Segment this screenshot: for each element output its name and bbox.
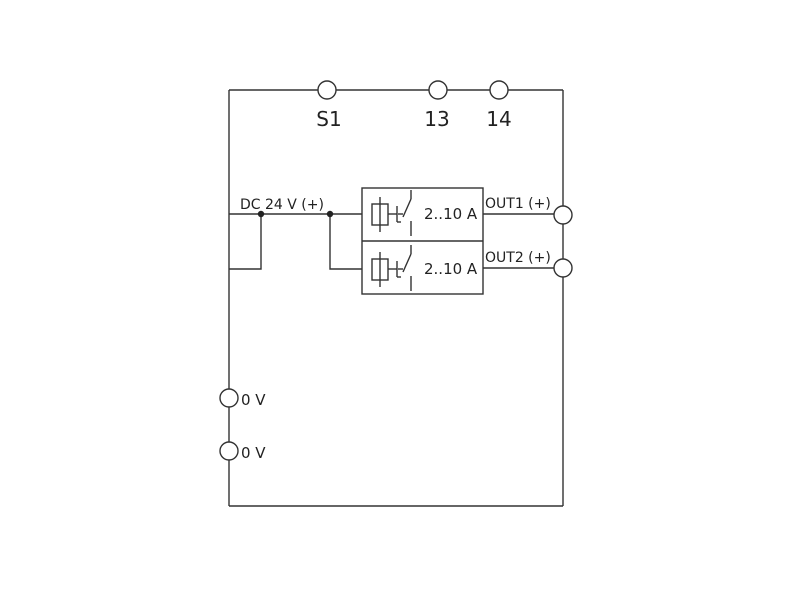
- ground-label-1: 0 V: [241, 391, 266, 409]
- output-1-label: OUT1 (+): [485, 196, 551, 212]
- terminal-14: [489, 80, 509, 100]
- junction-dot: [257, 210, 265, 218]
- supply-label: DC 24 V (+): [240, 197, 324, 213]
- terminal-s1-label: S1: [316, 107, 341, 131]
- terminal-13-label: 13: [424, 107, 449, 131]
- terminal-13: [428, 80, 448, 100]
- breaker-module: [361, 187, 484, 295]
- junction-dot: [326, 210, 334, 218]
- terminal-out1: [553, 205, 573, 225]
- terminal-0v-2: [219, 441, 239, 461]
- breaker-symbol-1: [371, 190, 412, 236]
- channel-1-rating: 2..10 A: [424, 205, 478, 223]
- output-2-label: OUT2 (+): [485, 250, 551, 266]
- terminal-14-label: 14: [486, 107, 511, 131]
- channel-2-rating: 2..10 A: [424, 260, 478, 278]
- device-frame: [228, 89, 564, 507]
- breaker-symbol-2: [371, 245, 412, 291]
- terminal-out2: [553, 258, 573, 278]
- ground-label-2: 0 V: [241, 444, 266, 462]
- terminal-s1: [317, 80, 337, 100]
- supply-bus: [229, 210, 362, 270]
- terminal-0v-1: [219, 388, 239, 408]
